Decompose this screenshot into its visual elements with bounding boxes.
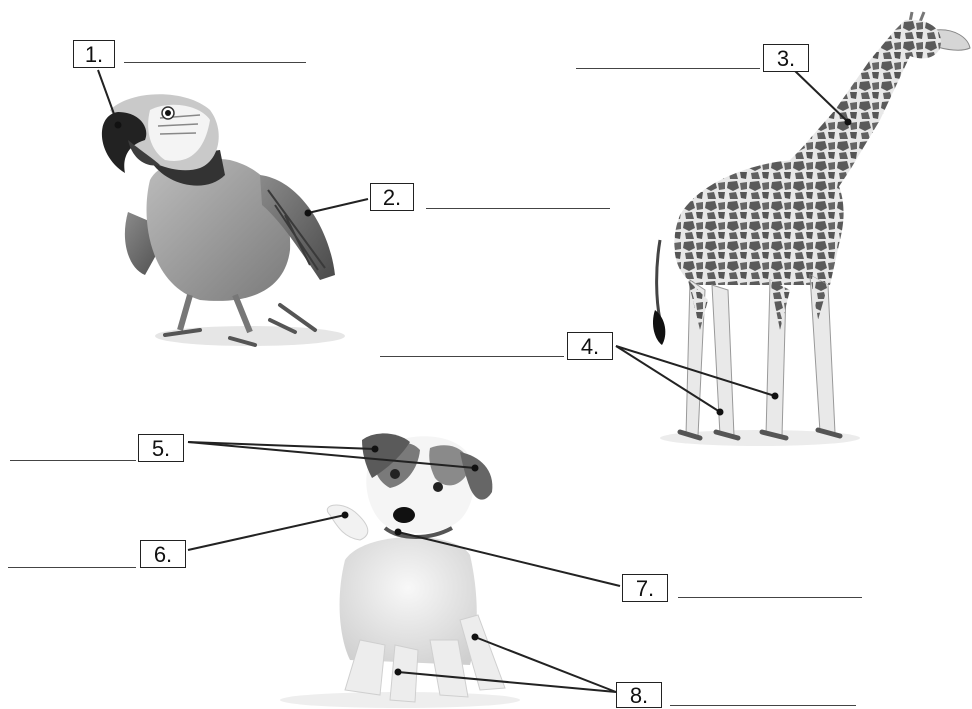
answer-blank-1[interactable] <box>124 62 306 63</box>
label-box-1: 1. <box>73 40 115 68</box>
label-box-8: 8. <box>616 682 662 708</box>
leader-line-2 <box>308 199 368 213</box>
dog-illustration <box>280 433 520 708</box>
answer-blank-7[interactable] <box>678 597 862 598</box>
leader-line-1 <box>98 70 118 125</box>
answer-blank-5[interactable] <box>10 460 136 461</box>
leader-line-4a <box>616 346 720 412</box>
answer-blank-4[interactable] <box>380 356 564 357</box>
label-box-7: 7. <box>622 574 668 602</box>
leader-line-6 <box>188 515 345 550</box>
label-box-5: 5. <box>138 434 184 462</box>
answer-blank-6[interactable] <box>8 567 136 568</box>
leader-line-8b <box>398 672 616 692</box>
answer-blank-8[interactable] <box>670 705 856 706</box>
giraffe-illustration <box>653 12 970 446</box>
label-box-6: 6. <box>140 540 186 568</box>
label-box-4: 4. <box>567 332 613 360</box>
parrot-illustration <box>102 94 345 346</box>
leader-line-3 <box>794 70 848 122</box>
label-box-2: 2. <box>370 183 414 211</box>
label-box-3: 3. <box>763 44 809 72</box>
answer-blank-2[interactable] <box>426 208 610 209</box>
answer-blank-3[interactable] <box>576 68 760 69</box>
